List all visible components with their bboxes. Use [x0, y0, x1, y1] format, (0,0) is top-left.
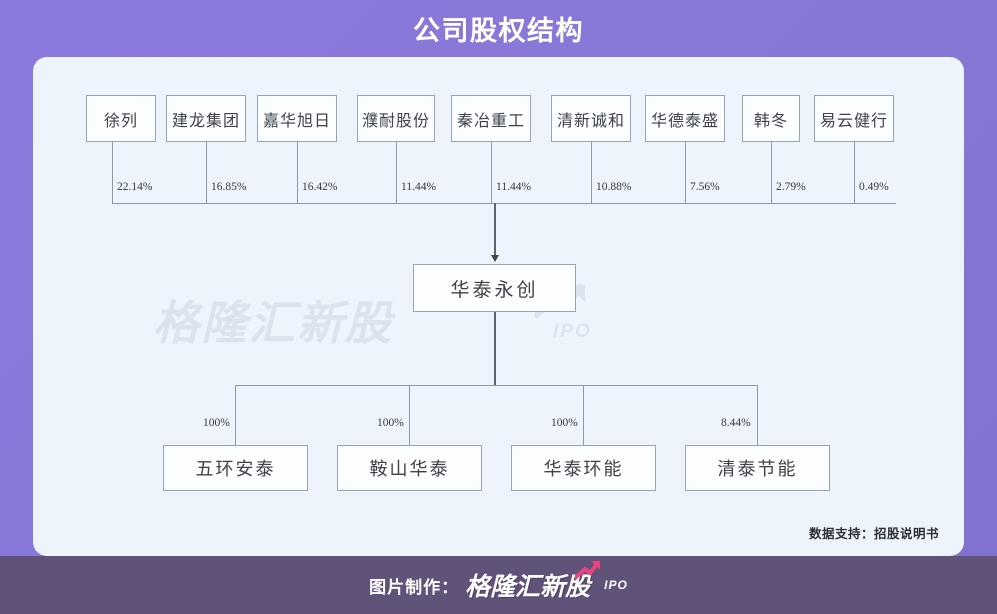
ownership-percent: 0.49% — [859, 181, 889, 193]
connector-line — [235, 385, 236, 448]
parent-company-node[interactable]: 华泰永创 — [413, 264, 576, 312]
ownership-percent: 100% — [551, 417, 578, 429]
connector-line — [491, 142, 492, 203]
shareholder-node[interactable]: 秦冶重工 — [451, 95, 531, 142]
chart-card: 格隆汇新股 IPO 徐列 建龙集团 嘉华旭日 濮耐股份 秦冶重工 清新诚和 华德… — [33, 57, 964, 556]
subsidiary-node[interactable]: 清泰节能 — [685, 445, 830, 491]
connector-line-from-parent — [494, 312, 496, 385]
ownership-percent: 16.42% — [302, 181, 338, 193]
connector-line — [297, 142, 298, 203]
ownership-percent: 11.44% — [401, 181, 437, 193]
bus-line-top — [112, 203, 896, 204]
brand-arrow-icon — [575, 561, 601, 580]
connector-line-to-parent — [494, 203, 496, 257]
ownership-percent: 10.88% — [596, 181, 632, 193]
credit-label: 图片制作： — [369, 577, 460, 597]
arrow-into-parent-icon — [491, 255, 499, 262]
shareholder-node[interactable]: 华德泰盛 — [645, 95, 725, 142]
footer-bar: 图片制作： 格隆汇新股 IPO — [0, 556, 997, 614]
shareholder-node[interactable]: 易云健行 — [814, 95, 894, 142]
subsidiary-node[interactable]: 鞍山华泰 — [337, 445, 482, 491]
shareholder-node[interactable]: 徐列 — [86, 95, 156, 142]
ownership-percent: 7.56% — [690, 181, 720, 193]
subsidiary-node[interactable]: 华泰环能 — [511, 445, 656, 491]
connector-line — [206, 142, 207, 203]
connector-line — [112, 142, 113, 203]
connector-line — [757, 385, 758, 448]
bus-line-bottom — [235, 385, 758, 386]
ownership-diagram: 徐列 建龙集团 嘉华旭日 濮耐股份 秦冶重工 清新诚和 华德泰盛 韩冬 易云健行… — [33, 57, 964, 556]
connector-line — [409, 385, 410, 448]
shareholder-node[interactable]: 清新诚和 — [551, 95, 631, 142]
subsidiary-node[interactable]: 五环安泰 — [163, 445, 308, 491]
brand-name: 格隆汇新股 — [465, 573, 591, 601]
connector-line — [396, 142, 397, 203]
ownership-percent: 8.44% — [721, 417, 751, 429]
connector-line — [854, 142, 855, 203]
ownership-percent: 16.85% — [211, 181, 247, 193]
shareholder-node[interactable]: 建龙集团 — [166, 95, 246, 142]
shareholder-node[interactable]: 韩冬 — [742, 95, 800, 142]
connector-line — [685, 142, 686, 203]
shareholder-node[interactable]: 嘉华旭日 — [257, 95, 337, 142]
ownership-percent: 100% — [203, 417, 230, 429]
brand-ipo-text: IPO — [604, 578, 628, 592]
shareholder-node[interactable]: 濮耐股份 — [357, 95, 435, 142]
source-note: 数据支持：招股说明书 — [808, 527, 939, 541]
ownership-percent: 11.44% — [496, 181, 532, 193]
page-title: 公司股权结构 — [413, 16, 584, 46]
connector-line — [583, 385, 584, 448]
page-title-bar: 公司股权结构 — [0, 0, 997, 57]
ownership-percent: 100% — [377, 417, 404, 429]
ownership-percent: 2.79% — [776, 181, 806, 193]
ownership-percent: 22.14% — [117, 181, 153, 193]
connector-line — [771, 142, 772, 203]
brand-logo: 格隆汇新股 — [465, 561, 601, 603]
connector-line — [591, 142, 592, 203]
